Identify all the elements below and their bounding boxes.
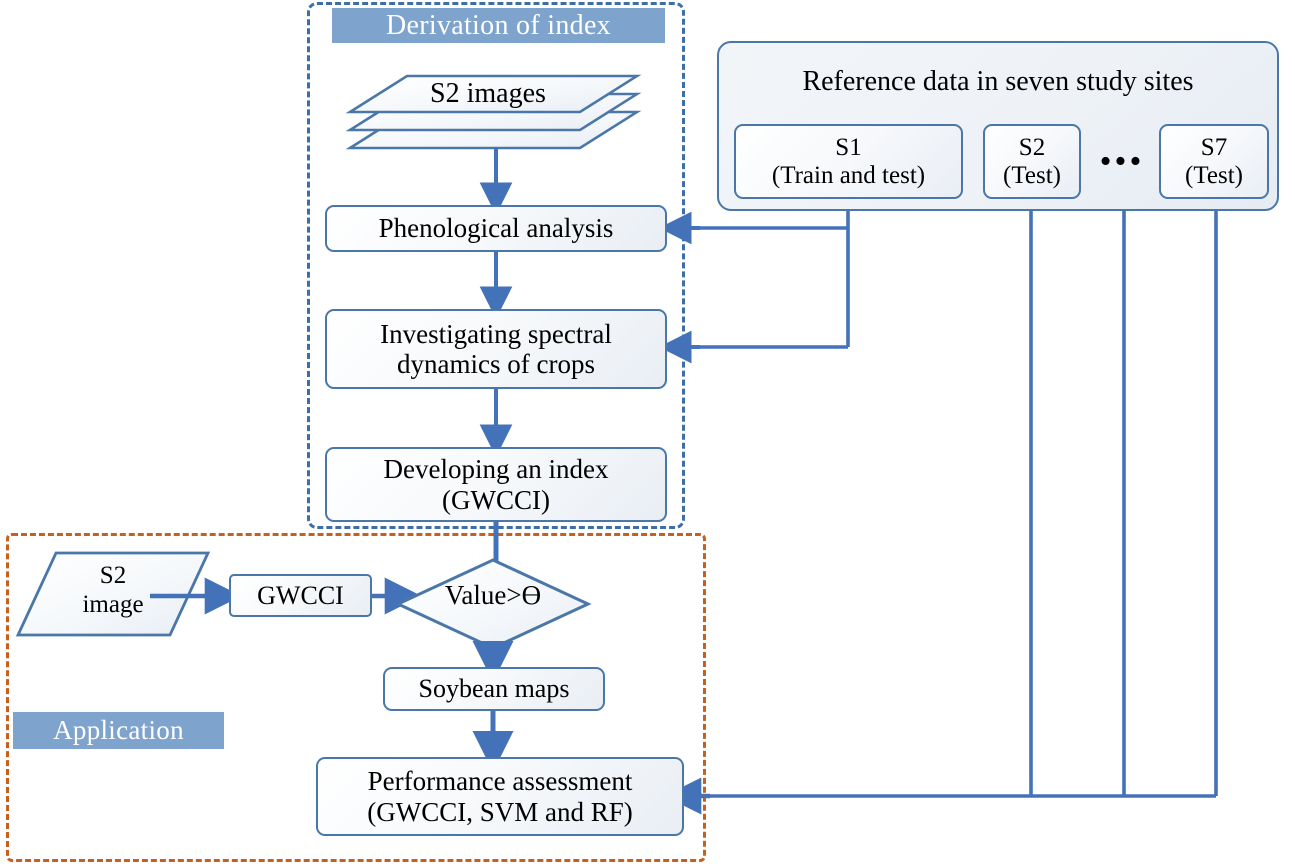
site-box-s1[interactable]: S1 (Train and test) [734, 124, 963, 199]
connector-sites-to-assessment [700, 199, 1218, 798]
process-performance-line1: Performance assessment [367, 766, 633, 797]
connector-s1-to-derivation [695, 199, 850, 349]
region-application [6, 533, 706, 862]
process-investigating-spectral-dynamics[interactable]: Investigating spectral dynamics of crops [325, 309, 667, 389]
process-developing-line2: (GWCCI) [442, 484, 550, 515]
output-soybean-maps[interactable]: Soybean maps [383, 667, 605, 711]
region-label-derivation-of-index: Derivation of index [332, 8, 665, 43]
site-s2-name: S2 [1018, 134, 1046, 161]
process-phenological-analysis[interactable]: Phenological analysis [325, 205, 667, 252]
sites-ellipsis: ••• [1099, 143, 1145, 180]
s2-images-stack-shape [345, 74, 642, 150]
region-label-application: Application [13, 712, 224, 749]
process-performance-assessment[interactable]: Performance assessment (GWCCI, SVM and R… [316, 757, 684, 836]
process-performance-line2: (GWCCI, SVM and RF) [367, 796, 633, 827]
process-gwcci-label: GWCCI [257, 580, 344, 610]
output-soybean-maps-label: Soybean maps [418, 674, 570, 704]
site-box-s7[interactable]: S7 (Test) [1159, 124, 1269, 199]
s2-image-input-line2: image [82, 590, 144, 618]
process-developing-line1: Developing an index [383, 454, 609, 485]
s2-image-input-label: S2 image [18, 562, 208, 620]
site-s7-name: S7 [1200, 134, 1228, 161]
site-s1-role: (Train and test) [771, 161, 926, 189]
site-s1-name: S1 [835, 134, 862, 161]
process-phenological-analysis-label: Phenological analysis [378, 213, 614, 244]
process-investigating-line1: Investigating spectral [380, 318, 612, 349]
process-developing-an-index[interactable]: Developing an index (GWCCI) [325, 447, 667, 522]
s2-image-input-line1: S2 [99, 562, 127, 589]
site-box-s2[interactable]: S2 (Test) [983, 124, 1081, 199]
decision-label: Value>ϴ [444, 580, 542, 610]
process-investigating-line2: dynamics of crops [397, 349, 595, 379]
reference-data-panel-title: Reference data in seven study sites [802, 66, 1194, 97]
s2-images-stack-label: S2 images [430, 78, 546, 109]
site-s2-role: (Test) [1003, 161, 1061, 189]
s2-image-input-shape [15, 551, 211, 637]
site-s7-role: (Test) [1185, 161, 1243, 189]
process-gwcci[interactable]: GWCCI [229, 574, 372, 617]
